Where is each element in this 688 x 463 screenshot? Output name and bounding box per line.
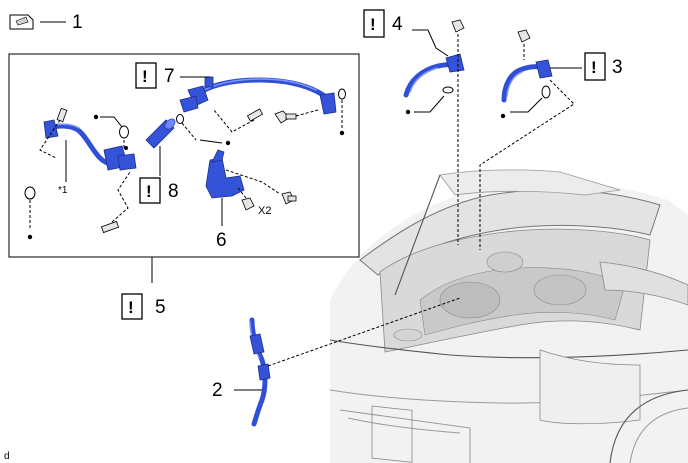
warning-icon [121,293,143,320]
part-2-hose: 2 [212,297,461,427]
part-hose-left [43,119,137,171]
o-ring [442,86,454,94]
warning-icon [139,177,161,204]
callout-number: 5 [155,297,166,318]
callout-number: 8 [168,181,179,202]
o-ring [24,186,36,200]
callout-number: 6 [216,230,227,251]
o-ring [119,125,129,139]
svg-text:*1: *1 [58,185,68,196]
fasteners-left [24,107,131,240]
warning-icon [584,52,606,81]
callout-8: ! 8 [139,177,179,204]
quantity-note: X2 [258,205,271,217]
callout-5: ! 5 [121,257,166,320]
callout-number: 3 [612,57,623,78]
svg-text:!: ! [591,58,597,77]
callout-number: 7 [164,66,175,87]
bullet-dot [225,140,231,146]
svg-text:!: ! [142,67,148,86]
svg-text:!: ! [370,15,376,34]
svg-text:!: ! [128,298,134,317]
bullet-dot [500,113,506,119]
bullet-dot [27,234,33,240]
callout-number: 4 [392,14,403,35]
o-ring [176,114,184,124]
bullet-dot [339,130,345,136]
fasteners-right [338,88,346,136]
callout-7: ! 7 [135,62,210,89]
warning-icon [135,62,157,89]
callout-3: ! 3 [584,52,623,81]
fasteners-center [176,108,319,146]
exploded-view-frame [8,53,360,258]
o-ring [338,88,346,100]
note-star1: *1 [58,140,68,196]
svg-text:!: ! [146,182,152,201]
bullet-dot [124,146,128,150]
warning-icon [363,9,385,38]
vehicle-front-illustration [329,169,688,463]
o-ring [541,85,551,99]
part-3-hose [479,29,582,250]
callout-1: 1 [9,12,83,33]
bullet-dot [93,114,99,120]
part-7-hose [179,76,337,115]
bullet-dot [405,109,411,115]
part-8-hose [145,118,176,176]
callout-number: 1 [72,12,83,33]
callout-4: ! 4 [363,9,403,38]
part-4-hose [403,19,465,245]
callout-number: 2 [212,380,223,401]
corner-mark: d [4,451,10,462]
part-6-bracket: X2 6 [205,149,297,251]
